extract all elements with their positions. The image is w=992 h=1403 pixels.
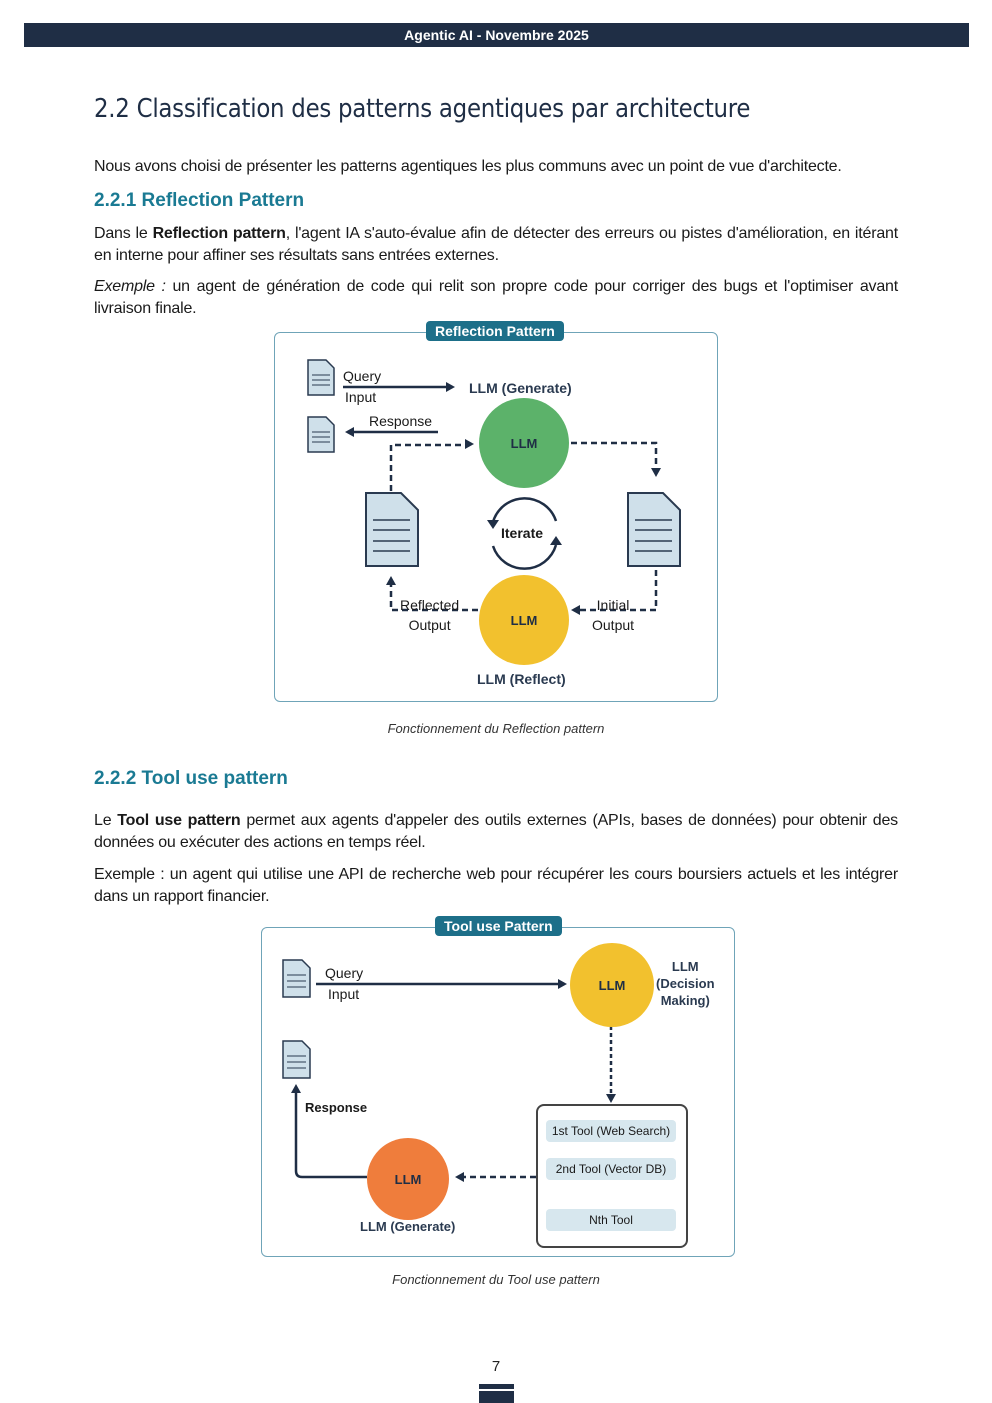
brain-icon-label: LLM [394,1171,422,1187]
text: , l'agent IA s'auto-évalue afin de détec… [94,225,898,264]
example-label: Exemple : [94,278,166,295]
llm-generate-label: LLM (Generate) [469,380,572,396]
document-icon [282,1040,311,1079]
footer-bar [479,1391,514,1403]
arrowhead [571,605,580,615]
llm-generate-node: LLM [479,398,569,488]
llm-generate-node: LLM [367,1138,449,1220]
reflection-heading: 2.2.1 Reflection Pattern [94,190,305,211]
query-label: Query [325,965,364,981]
decision-to-tools-arrow [606,1026,616,1103]
tool-item-vector-db: 2nd Tool (Vector DB) [546,1158,676,1180]
section-title: 2.2 Classification des patterns agentiqu… [94,94,751,124]
arrowhead [386,576,396,585]
reflection-paragraph: Dans le Reflection pattern, l'agent IA s… [94,223,898,267]
tooluse-caption: Fonctionnement du Tool use pattern [392,1272,600,1287]
tools-to-generate-arrow [455,1172,536,1182]
text: permet aux agents d'appeler des outils e… [94,812,898,851]
reflected-document-icon [365,492,419,567]
footer-gap [479,1389,514,1391]
reflection-caption: Fonctionnement du Reflection pattern [387,721,605,736]
tooluse-figure-title: Tool use Pattern [435,916,562,936]
iterate-label: Iterate [501,525,544,541]
query-label: Query [343,368,382,384]
document-icon [307,416,335,453]
response-label: Response [305,1100,368,1115]
tooluse-heading: 2.2.2 Tool use pattern [94,768,288,789]
query-arrow [343,382,455,392]
tool-item-web-search: 1st Tool (Web Search) [546,1120,676,1142]
text: Le [94,812,118,829]
response-arrow [345,427,438,437]
bold-term: Tool use pattern [117,812,241,829]
arrowhead [550,536,562,545]
input-label: Input [345,389,377,405]
tooluse-example: Exemple : un agent qui utilise une API d… [94,866,898,905]
llm-reflect-node: LLM [479,575,569,665]
llm-decision-node: LLM [570,943,654,1027]
brain-icon-label: LLM [510,612,538,628]
bold-term: Reflection pattern [152,225,286,242]
input-label: Input [328,986,360,1002]
text: Dans le [94,225,153,242]
arrowhead [465,439,474,449]
tool-item-nth: Nth Tool [546,1209,676,1231]
reflection-example: Exemple : un agent de génération de code… [94,276,898,320]
llm-reflect-label: LLM (Reflect) [477,671,566,687]
section-intro: Nous avons choisi de présenter les patte… [94,158,842,175]
dashed-loop-arrows [389,441,658,612]
response-label: Response [369,413,433,429]
footer-bar [479,1384,514,1389]
page-number: 7 [491,1358,501,1375]
text: un agent de génération de code qui relit… [94,278,899,317]
initial-output-label: Initial Output [592,597,635,633]
page-header: Agentic AI - Novembre 2025 [24,23,969,47]
brain-icon-label: LLM [598,977,626,993]
query-arrow [316,979,567,989]
response-arrow [291,1084,367,1179]
reflection-figure-title: Reflection Pattern [426,321,564,341]
footer-mark [479,1384,514,1403]
llm-generate-label: LLM (Generate) [360,1219,456,1234]
tools-container: 1st Tool (Web Search) 2nd Tool (Vector D… [536,1104,688,1248]
iterate-cycle-icon [491,497,558,570]
document-icon [282,959,311,998]
arrowhead [651,468,661,477]
llm-decision-label: LLM (Decision Making) [656,959,715,1008]
brain-icon-label: LLM [510,435,538,451]
reflected-output-label: Reflected Output [400,597,460,633]
document-icon [307,359,335,396]
initial-document-icon [627,492,681,567]
tooluse-paragraph: Le Tool use pattern permet aux agents d'… [94,810,898,854]
arrowhead [487,520,499,529]
